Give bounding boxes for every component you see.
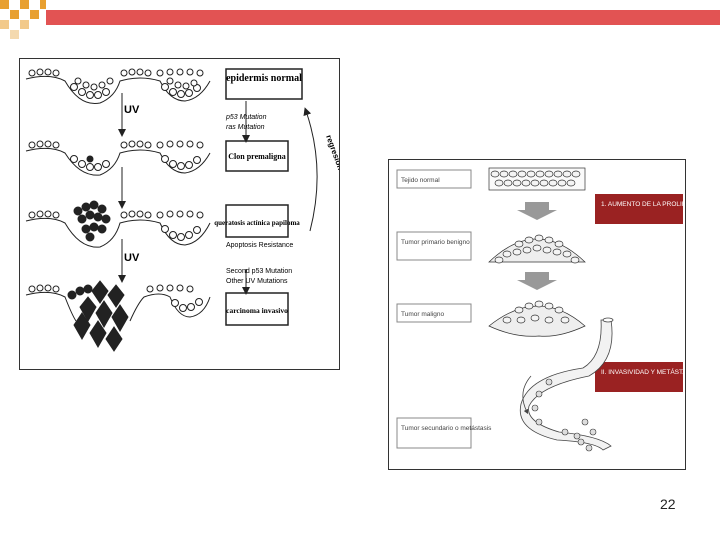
process-box-proliferation: [595, 194, 683, 224]
uv-label-2: UV: [124, 252, 140, 264]
malignant-tumor-cells: [488, 300, 586, 337]
stage-box-keratosis: [225, 204, 289, 238]
stage-label-tejido-normal: Tejido normal: [401, 177, 440, 184]
stage-label-metastasis: Tumor secundario o metástasis: [401, 425, 492, 432]
stage-box-normal: [225, 68, 303, 100]
stage-label-benigno: Tumor primario benigno: [401, 239, 470, 246]
regression-arrow: [303, 107, 318, 232]
tumor-progression-diagram: Tejido normal Tumor primario benigno Tum…: [388, 159, 716, 470]
regression-label: regresión: [324, 134, 339, 171]
header-decoration-squares: [0, 0, 46, 39]
stage-label-keratosis: queratosis actínica papiloma: [214, 219, 300, 227]
tissue-layer-premalignant: [25, 140, 211, 176]
uv-label-1: UV: [124, 104, 140, 116]
header-accent-bar: [46, 10, 720, 25]
progression-arrow-2: [517, 272, 557, 290]
skin-cancer-progression-diagram: UV UV epidermis normal Clon premaligna q…: [19, 58, 345, 370]
stage-box-benigno: [396, 231, 472, 261]
tissue-layer-carcinoma: [25, 280, 211, 352]
tissue-layer-normal: [25, 68, 211, 105]
stage-box-maligno: [396, 303, 472, 323]
stage-label-carcinoma: carcinoma invasivo: [226, 306, 288, 315]
stage-box-metastasis: [396, 417, 472, 449]
stage-label-premalignant: Clon premaligna: [228, 152, 285, 161]
stage-box-carcinoma: [225, 292, 289, 326]
progression-arrow-1: [517, 202, 557, 220]
benign-tumor-cells: [488, 234, 586, 264]
process-box-invasion: [595, 362, 683, 392]
normal-tissue-cells: [488, 167, 586, 191]
stage-label-normal: epidermis normal: [226, 73, 302, 84]
blood-vessel: [519, 319, 613, 451]
process-label-proliferation: 1. AUMENTO DE LA PROLIFERACIÓN: [601, 199, 685, 208]
mutation-label-apoptosis: Apoptosis Resistance: [226, 242, 293, 249]
tumor-progression-svg: Tejido normal Tumor primario benigno Tum…: [396, 167, 716, 452]
mutation-label-second-p53: Second p53 Mutation: [226, 268, 292, 275]
process-label-invasion: II. INVASIVIDAD Y METÁSTASIS: [601, 367, 685, 376]
mutation-label-p53: p53 Mutation: [225, 114, 267, 121]
slide-number: 22: [660, 496, 676, 512]
mutation-label-other-uv: Other UV Mutations: [226, 278, 288, 285]
circulating-cells: [531, 378, 597, 452]
stage-box-premalignant: [225, 140, 289, 172]
tissue-layer-keratosis: [25, 200, 211, 248]
mutation-label-ras: ras Mutation: [226, 124, 265, 131]
stage-label-maligno: Tumor maligno: [401, 311, 444, 318]
stage-box-tejido-normal: [396, 169, 472, 189]
metastasis-arrow: [522, 375, 532, 415]
skin-progression-svg: UV UV epidermis normal Clon premaligna q…: [25, 68, 345, 352]
